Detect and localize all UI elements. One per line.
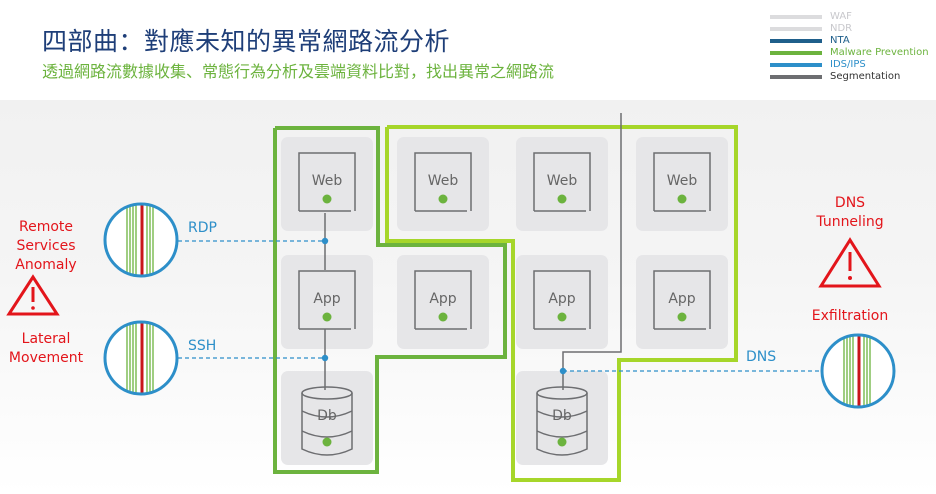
ssh-label: SSH [188,338,217,354]
node-label: App [429,291,456,307]
status-dot [557,194,567,204]
node-db[interactable]: Db [516,371,608,465]
legend-item-ids-ips: IDS/IPS [770,59,929,71]
alert-line: Remote [18,219,74,235]
node-label: Web [667,173,698,189]
warning-icon-left [6,274,60,316]
segment-boundary-light-green [385,125,738,482]
legend: WAF NDR NTA Malware Prevention IDS/IPS S… [770,11,929,83]
legend-item-ndr: NDR [770,23,929,35]
dns-label: DNS [746,349,777,365]
legend-item-nta: NTA [770,35,929,47]
node-app[interactable]: App [397,255,489,349]
server-frame-icon [414,152,472,211]
status-dot [557,312,567,322]
rdp-flow-lens [103,202,179,278]
node-app[interactable]: App [281,255,373,349]
status-dot [677,194,687,204]
server-frame-icon [533,152,591,211]
node-tile [516,137,608,231]
status-dot [438,312,448,322]
node-label: Web [428,173,459,189]
node-tile [636,255,728,349]
legend-label: Malware Prevention [830,47,929,58]
server-frame-icon [414,270,472,329]
legend-label: Segmentation [830,71,901,82]
node-app[interactable]: App [636,255,728,349]
ssh-tap-point [321,354,329,362]
status-dot [557,437,567,447]
node-label: Web [547,173,578,189]
alert-line: Lateral [21,331,71,347]
legend-swatch [770,15,822,19]
server-frame-icon [298,152,356,211]
legend-label: NTA [830,35,850,46]
node-label: Db [317,408,337,424]
server-frame-icon [533,270,591,329]
node-web[interactable]: Web [636,137,728,231]
rdp-label: RDP [188,220,217,236]
status-dot [677,312,687,322]
node-label: App [668,291,695,307]
node-db[interactable]: Db [281,371,373,465]
dns-tap-point [559,367,567,375]
node-tile [636,137,728,231]
node-app[interactable]: App [516,255,608,349]
server-frame-icon [653,152,711,211]
legend-swatch [770,27,822,31]
alert-line: Anomaly [15,257,77,273]
legend-item-malware-prevention: Malware Prevention [770,47,929,59]
ssh-flow-lens [103,320,179,396]
node-web[interactable]: Web [281,137,373,231]
status-dot [438,194,448,204]
server-frame-icon [653,270,711,329]
alert-line: DNS [834,195,866,211]
warning-icon-right [818,237,882,288]
alert-remote-services-anomaly: Remote Services Anomaly [6,218,86,275]
node-tile [281,137,373,231]
legend-swatch [770,51,822,55]
node-tile [397,137,489,231]
page-title: 四部曲：對應未知的異常網路流分析 [42,27,451,56]
node-tile [516,255,608,349]
dns-flow-lens [820,333,896,409]
database-icon [301,386,353,456]
status-dot [322,312,332,322]
status-dot [322,437,332,447]
node-tile [397,255,489,349]
alert-dns-tunneling: DNS Tunneling [800,194,900,232]
node-label: Web [312,173,343,189]
node-tile [516,371,608,465]
legend-label: IDS/IPS [830,59,866,70]
legend-swatch [770,39,822,43]
status-dot [322,194,332,204]
node-label: Db [552,408,572,424]
legend-swatch [770,75,822,79]
rdp-tap-point [321,237,329,245]
node-label: App [548,291,575,307]
legend-item-segmentation: Segmentation [770,71,929,83]
node-tile [281,255,373,349]
alert-exfiltration: Exfiltration [811,308,889,324]
database-icon [536,386,588,456]
segment-boundary-dark-green [273,126,507,474]
legend-label: NDR [830,23,853,34]
alert-line: Services [16,238,76,254]
legend-label: WAF [830,11,852,22]
alert-lateral-movement: Lateral Movement [0,330,92,368]
alert-line: Tunneling [816,214,884,230]
node-label: App [313,291,340,307]
alert-line: Movement [8,350,84,366]
page-subtitle: 透過網路流數據收集、常態行為分析及雲端資料比對，找出異常之網路流 [42,62,555,81]
legend-item-waf: WAF [770,11,929,23]
legend-swatch [770,63,822,67]
node-tile [281,371,373,465]
server-frame-icon [298,270,356,329]
node-web[interactable]: Web [516,137,608,231]
node-web[interactable]: Web [397,137,489,231]
